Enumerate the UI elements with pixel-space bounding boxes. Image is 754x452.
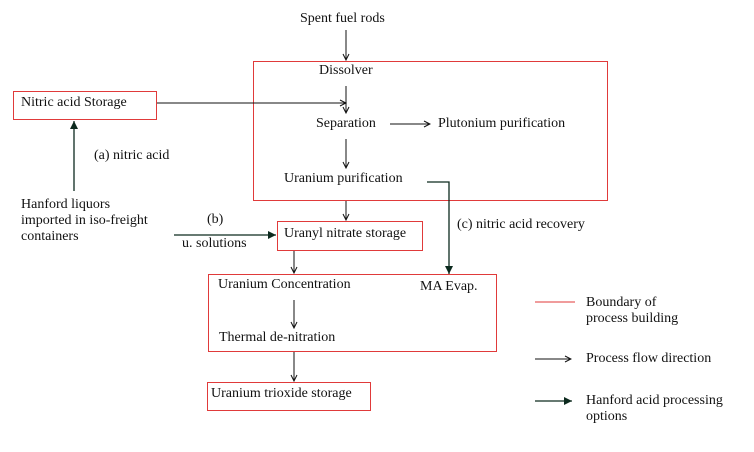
hanford-liquors-line-3: containers [21, 229, 79, 244]
main-process-building-boundary [253, 61, 608, 201]
ma-evap-label: MA Evap. [420, 279, 478, 294]
legend-boundary-line-2: process building [586, 311, 679, 326]
dissolver-label: Dissolver [319, 63, 373, 78]
nitric-acid-storage-box [13, 91, 157, 120]
nitric-acid-storage-label: Nitric acid Storage [21, 95, 127, 110]
legend-boundary-line-1: Boundary of [586, 295, 657, 310]
uranium-trioxide-storage-label: Uranium trioxide storage [211, 386, 352, 401]
uranyl-nitrate-storage-box [277, 221, 423, 251]
spent-fuel-rods-label: Spent fuel rods [300, 11, 385, 26]
legend-flow-text: Process flow direction [586, 351, 711, 367]
uranium-concentration-label: Uranium Concentration [218, 277, 351, 292]
separation-label: Separation [316, 116, 376, 131]
hanford-liquors-line-2: imported in iso-freight [21, 213, 148, 228]
legend-boundary-text: Boundary of process building [586, 295, 678, 327]
edge-label-c: (c) nitric acid recovery [457, 217, 585, 232]
legend-hanford-text: Hanford acid processing options [586, 393, 723, 425]
hanford-liquors-label: Hanford liquors imported in iso-freight … [21, 197, 148, 245]
edge-label-b-bottom: u. solutions [182, 236, 247, 251]
uranium-purification-label: Uranium purification [284, 171, 403, 186]
hanford-liquors-line-1: Hanford liquors [21, 197, 111, 212]
thermal-denitration-label: Thermal de-nitration [219, 330, 336, 345]
plutonium-purification-label: Plutonium purification [438, 116, 566, 131]
legend-flow-line-1: Process flow direction [586, 351, 712, 366]
concentration-building-boundary [208, 274, 497, 352]
edge-label-b-top: (b) [207, 212, 224, 227]
edge-label-a: (a) nitric acid [94, 148, 170, 163]
legend-hanford-line-2: options [586, 409, 628, 424]
uranyl-nitrate-storage-label: Uranyl nitrate storage [284, 226, 407, 241]
legend-hanford-line-1: Hanford acid processing [586, 393, 723, 408]
hanford-c-arrow [427, 181, 453, 274]
uranium-trioxide-storage-box [207, 382, 371, 411]
